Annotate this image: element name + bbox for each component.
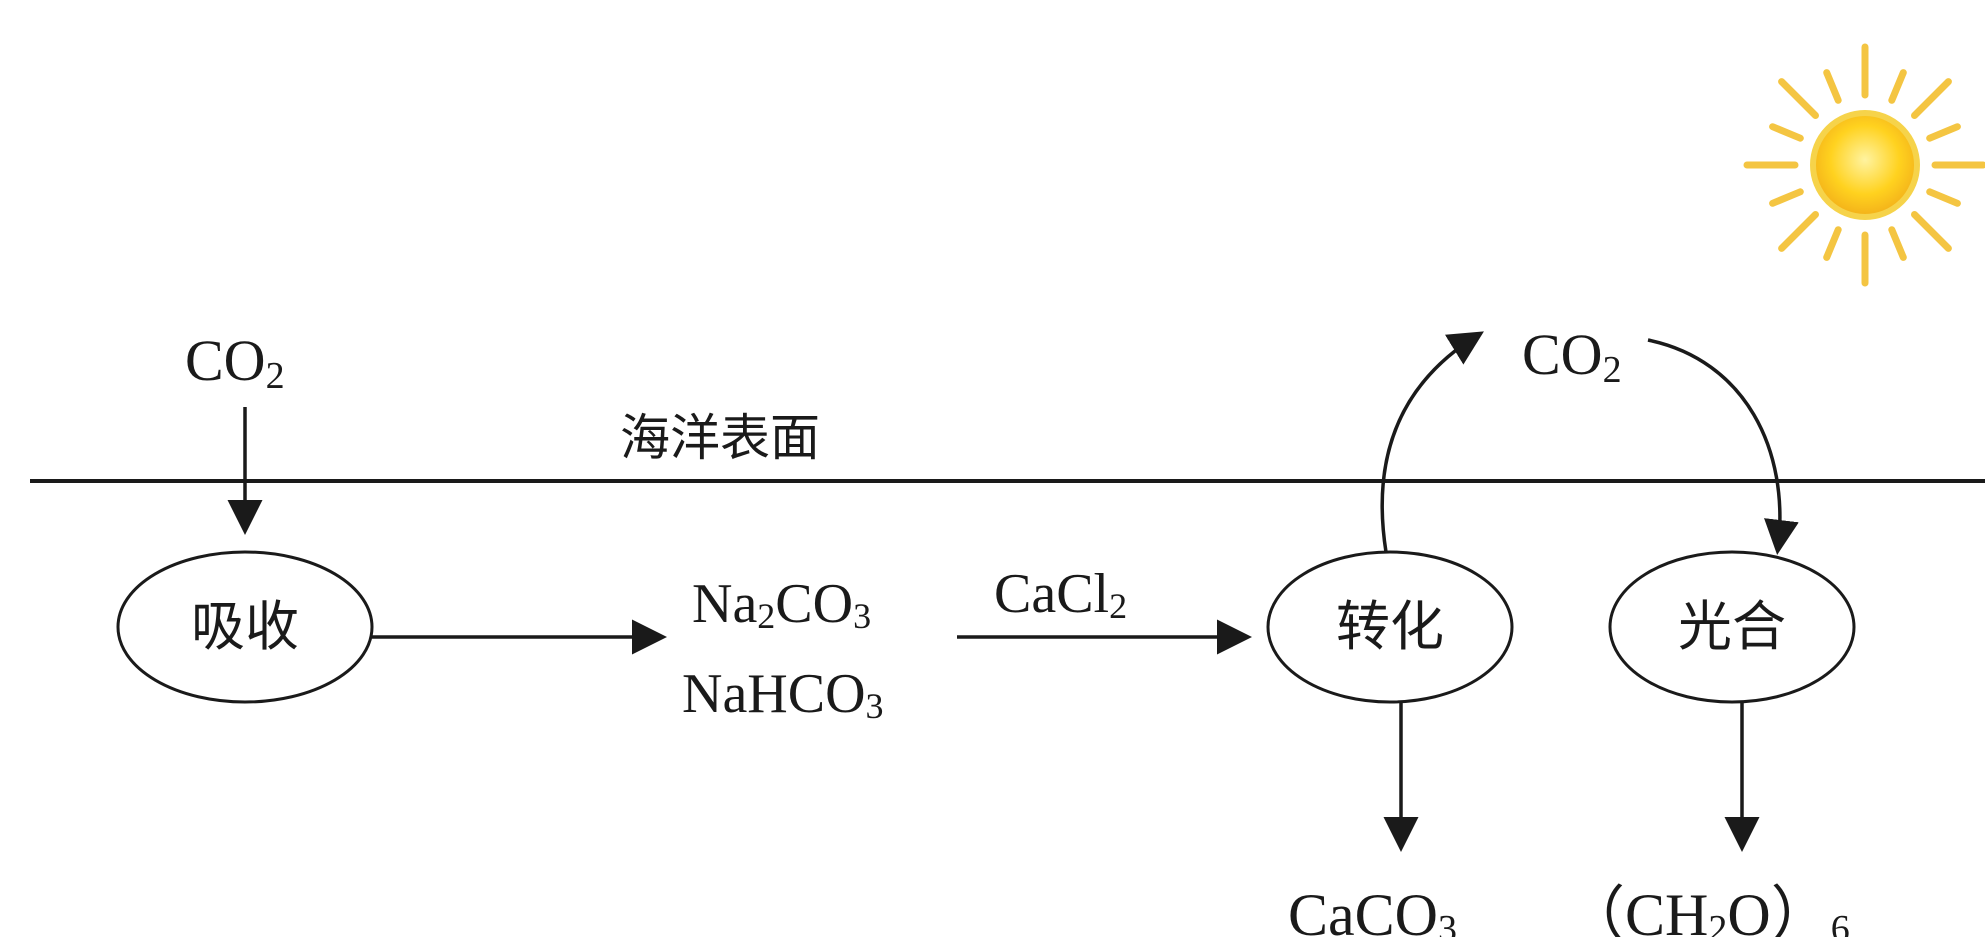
caco3-label: CaCO3 <box>1288 882 1457 937</box>
ch2o-label: （CH2O）6 <box>1565 882 1850 937</box>
sun-ray <box>1823 69 1842 104</box>
sun-ray <box>1769 123 1804 142</box>
co2-to-photosynthesis-arrow <box>1647 338 1799 555</box>
sun-icon <box>1743 43 1985 287</box>
absorb-node-label: 吸收 <box>191 595 299 658</box>
sun-ray <box>1778 78 1819 119</box>
convert-to-co2-arrow <box>1380 331 1484 553</box>
absorb-node: 吸收 <box>116 550 374 704</box>
co2-input-label: CO2 <box>185 328 285 397</box>
sun-ray <box>1778 211 1819 252</box>
na2co3-label: Na2CO3 <box>692 573 871 636</box>
sun-ray <box>1888 69 1907 104</box>
cacl2-label: CaCl2 <box>994 563 1127 626</box>
sun-ray <box>1888 226 1907 261</box>
photosynthesis-node-label: 光合 <box>1678 595 1786 658</box>
sun-ray <box>1769 188 1804 207</box>
sun-ray <box>1911 78 1952 119</box>
sun-ray <box>1926 123 1961 142</box>
ocean-surface-label: 海洋表面 <box>620 409 820 467</box>
sun-ray <box>1823 226 1842 261</box>
convert-node: 转化 <box>1266 550 1514 704</box>
co2-cycle-label: CO2 <box>1522 322 1622 391</box>
sun-ray <box>1911 211 1952 252</box>
sun-ray <box>1926 188 1961 207</box>
photosynthesis-node: 光合 <box>1608 550 1856 704</box>
nahco3-label: NaHCO3 <box>682 663 884 726</box>
convert-node-label: 转化 <box>1336 595 1444 658</box>
